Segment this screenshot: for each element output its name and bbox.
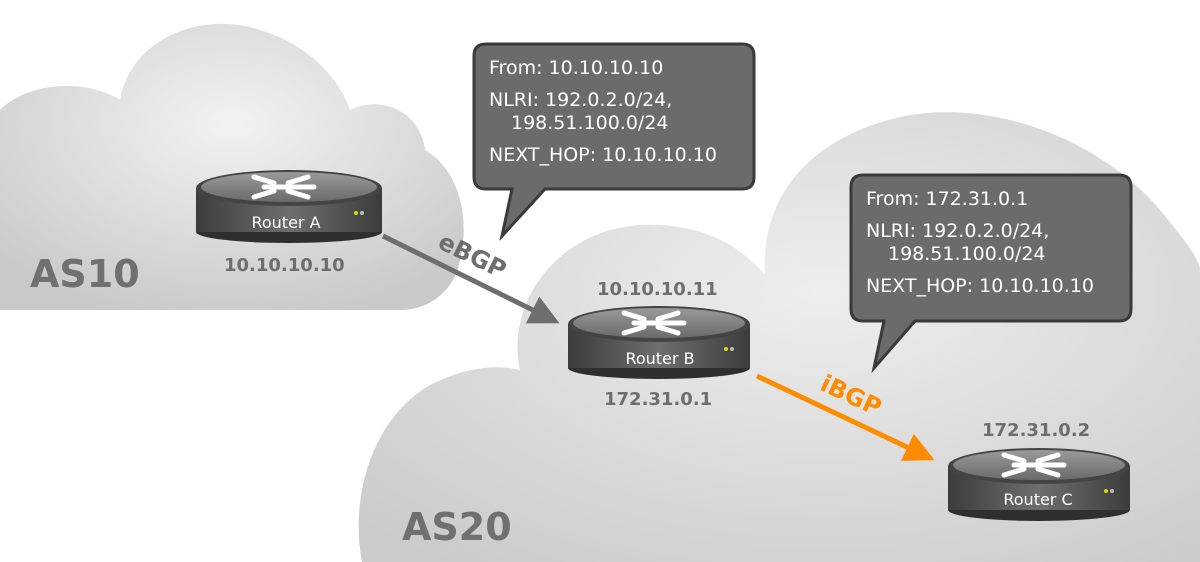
- ibgp-from: From: 172.31.0.1: [866, 188, 1029, 210]
- ebgp-next-hop: NEXT_HOP: 10.10.10.10: [489, 144, 717, 166]
- router-c-ip: 172.31.0.2: [982, 420, 1091, 441]
- ebgp-nlri-line2: 198.51.100.0/24: [511, 112, 669, 134]
- ebgp-update-text: From: 10.10.10.10 NLRI: 192.0.2.0/24, 19…: [489, 57, 717, 167]
- router-b-ip-top: 10.10.10.11: [597, 279, 718, 300]
- ibgp-update-text: From: 172.31.0.1 NLRI: 192.0.2.0/24, 198…: [866, 188, 1094, 298]
- router-b-icon: [568, 306, 750, 379]
- router-a-name: Router A: [251, 213, 321, 232]
- router-b-ip-bottom: 172.31.0.1: [604, 389, 713, 410]
- ebgp-from: From: 10.10.10.10: [489, 57, 664, 79]
- router-c-icon: [948, 448, 1130, 521]
- router-b-name: Router B: [625, 349, 695, 368]
- router-a-ip: 10.10.10.10: [224, 255, 345, 276]
- ebgp-update-bubble: [472, 42, 756, 242]
- ibgp-update-bubble: [849, 173, 1133, 374]
- ebgp-nlri-line1: NLRI: 192.0.2.0/24,: [489, 89, 673, 111]
- as10-label: AS10: [30, 252, 140, 296]
- ebgp-link-arrow: [381, 233, 560, 324]
- router-c-name: Router C: [1003, 490, 1073, 509]
- ibgp-nlri-line1: NLRI: 192.0.2.0/24,: [866, 220, 1050, 242]
- ibgp-next-hop: NEXT_HOP: 10.10.10.10: [866, 275, 1094, 297]
- ibgp-link-arrow: [755, 373, 935, 461]
- router-a-icon: [196, 170, 382, 243]
- ibgp-nlri-line2: 198.51.100.0/24: [888, 243, 1046, 265]
- as20-label: AS20: [402, 505, 512, 549]
